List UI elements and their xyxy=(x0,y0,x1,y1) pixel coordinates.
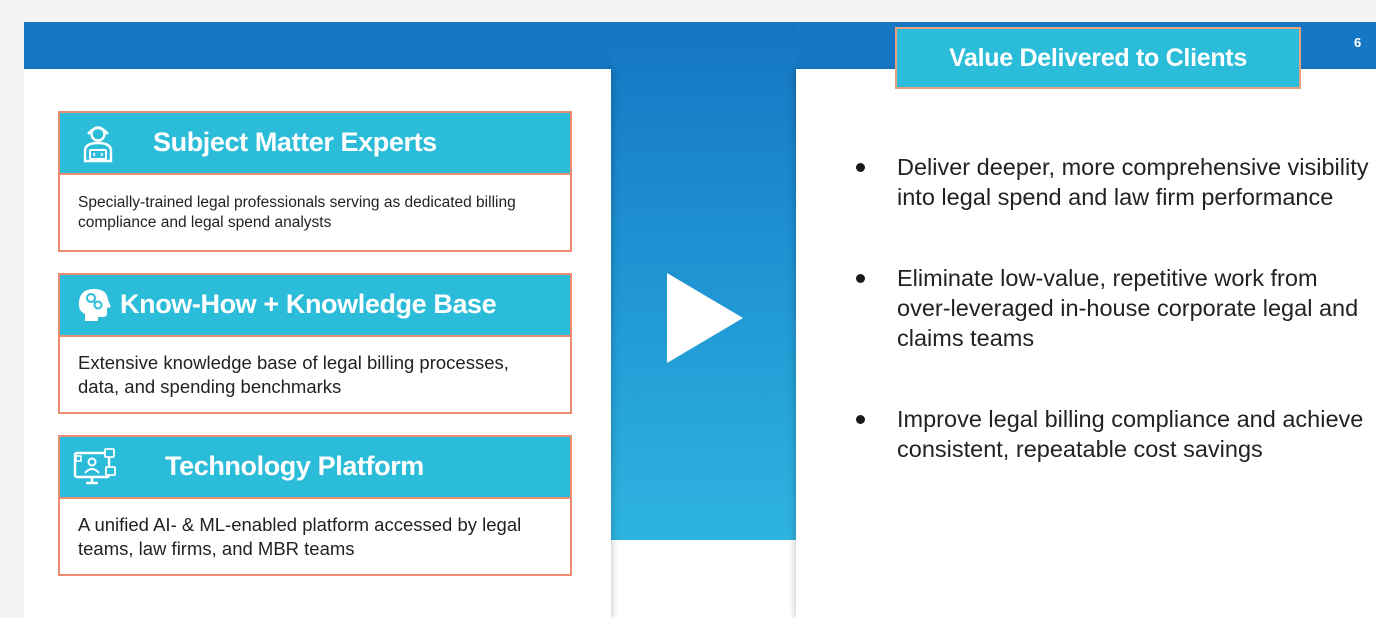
bullet-text: Deliver deeper, more comprehensive visib… xyxy=(897,154,1369,210)
bullet-text: Eliminate low-value, repetitive work fro… xyxy=(897,265,1359,351)
bullet-dot-icon xyxy=(856,163,865,172)
play-arrow-icon xyxy=(667,273,743,363)
page-number: 6 xyxy=(1354,35,1362,50)
bullet-text: Improve legal billing compliance and ach… xyxy=(897,406,1364,462)
value-delivered-title: Value Delivered to Clients xyxy=(895,27,1301,89)
center-gradient-strip xyxy=(611,22,796,540)
card-subject-matter-experts: Subject Matter Experts Specially-trained… xyxy=(58,111,572,252)
right-panel xyxy=(796,69,1376,618)
list-item: Deliver deeper, more comprehensive visib… xyxy=(856,152,1376,212)
slide: Subject Matter Experts Specially-trained… xyxy=(24,22,1376,618)
card-title: Technology Platform xyxy=(165,451,424,481)
card-title: Subject Matter Experts xyxy=(153,127,437,157)
bullet-dot-icon xyxy=(856,274,865,283)
card-technology-platform: Technology Platform A unified AI- & ML-e… xyxy=(58,435,572,576)
expert-person-icon xyxy=(83,126,113,163)
value-bullet-list: Deliver deeper, more comprehensive visib… xyxy=(856,152,1376,515)
card-title: Know-How + Knowledge Base xyxy=(120,289,497,319)
card-description: A unified AI- & ML-enabled platform acce… xyxy=(78,513,522,559)
card-description: Specially-trained legal professionals se… xyxy=(78,193,516,231)
brain-head-icon xyxy=(78,289,111,321)
list-item: Improve legal billing compliance and ach… xyxy=(856,404,1376,464)
list-item: Eliminate low-value, repetitive work fro… xyxy=(856,263,1376,353)
card-description: Extensive knowledge base of legal billin… xyxy=(78,351,509,397)
card-header: Know-How + Knowledge Base xyxy=(60,275,570,337)
card-header: Technology Platform xyxy=(60,437,570,499)
card-know-how-knowledge-base: Know-How + Knowledge Base Extensive know… xyxy=(58,273,572,414)
bullet-dot-icon xyxy=(856,415,865,424)
monitor-platform-icon xyxy=(73,448,116,485)
card-header: Subject Matter Experts xyxy=(60,113,570,175)
